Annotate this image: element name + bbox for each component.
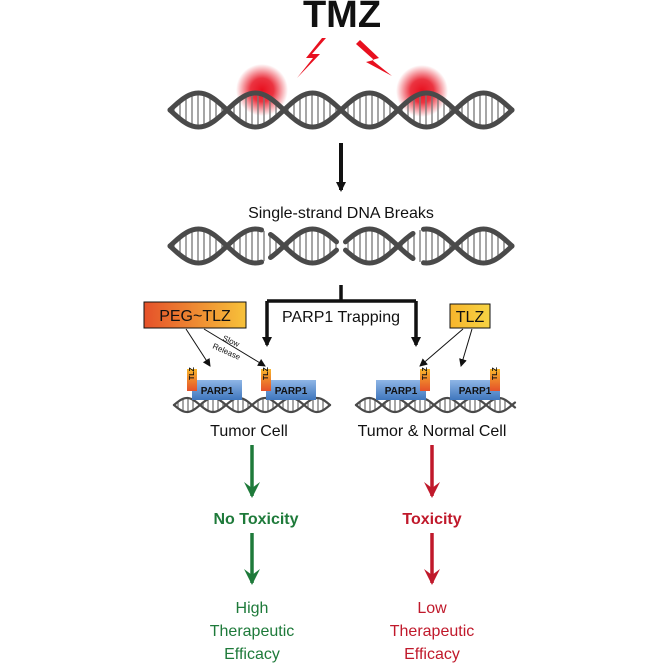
parp1-box: [450, 380, 500, 400]
tlz-tag-label: TLZ: [422, 366, 429, 380]
trapping-label: PARP1 Trapping: [282, 309, 400, 326]
dna-helix-damaged: [167, 90, 515, 130]
parp1-label: PARP1: [459, 386, 492, 397]
dna-strand-left: [172, 396, 332, 414]
parp1-complex: PARP1 TLZ: [450, 366, 500, 400]
low-efficacy-line3: Efficacy: [404, 646, 460, 663]
tlz-label: TLZ: [456, 309, 485, 326]
parp1-complex: PARP1 TLZ: [261, 366, 316, 400]
tlz-tag: [187, 369, 197, 391]
tlz-box: [449, 303, 491, 329]
parp1-label: PARP1: [201, 386, 234, 397]
lightning-icon: [356, 40, 392, 76]
arrow-small: [203, 328, 266, 367]
tlz-tag: [490, 369, 500, 391]
peg-tlz-box: [143, 301, 247, 329]
title: TMZ: [303, 0, 381, 36]
low-efficacy-line2: Therapeutic: [390, 623, 475, 640]
parp1-box: [376, 380, 426, 400]
no-toxicity-label: No Toxicity: [213, 511, 298, 528]
dna-helix-broken: [167, 226, 515, 266]
parp1-label: PARP1: [275, 386, 308, 397]
trapping-label-bg: [270, 305, 413, 327]
step-label: Single-strand DNA Breaks: [248, 205, 434, 222]
dna-strand-right: [354, 396, 517, 414]
high-efficacy-line3: Efficacy: [224, 646, 280, 663]
arrow-small: [185, 328, 211, 367]
high-efficacy-line2: Therapeutic: [210, 623, 295, 640]
parp1-box: [266, 380, 316, 400]
low-efficacy-line1: Low: [417, 600, 447, 617]
arrow-small: [459, 328, 473, 367]
parp1-complex: PARP1 TLZ: [187, 366, 242, 400]
parp1-label: PARP1: [385, 386, 418, 397]
tlz-tag: [261, 369, 271, 391]
tlz-tag: [420, 369, 430, 391]
parp1-complex: PARP1 TLZ: [376, 366, 430, 400]
right-cell-label: Tumor & Normal Cell: [358, 423, 507, 440]
left-cell-label: Tumor Cell: [210, 423, 288, 440]
high-efficacy-line1: High: [236, 600, 269, 617]
parp1-box: [192, 380, 242, 400]
tlz-tag-label: TLZ: [263, 366, 270, 380]
arrow-small: [419, 328, 464, 367]
tlz-tag-label: TLZ: [189, 366, 196, 380]
lightning-icon: [297, 38, 326, 78]
toxicity-label: Toxicity: [402, 511, 461, 528]
peg-tlz-label: PEG~TLZ: [159, 308, 231, 325]
trapping-bracket: [262, 285, 421, 347]
tlz-tag-label: TLZ: [492, 366, 499, 380]
